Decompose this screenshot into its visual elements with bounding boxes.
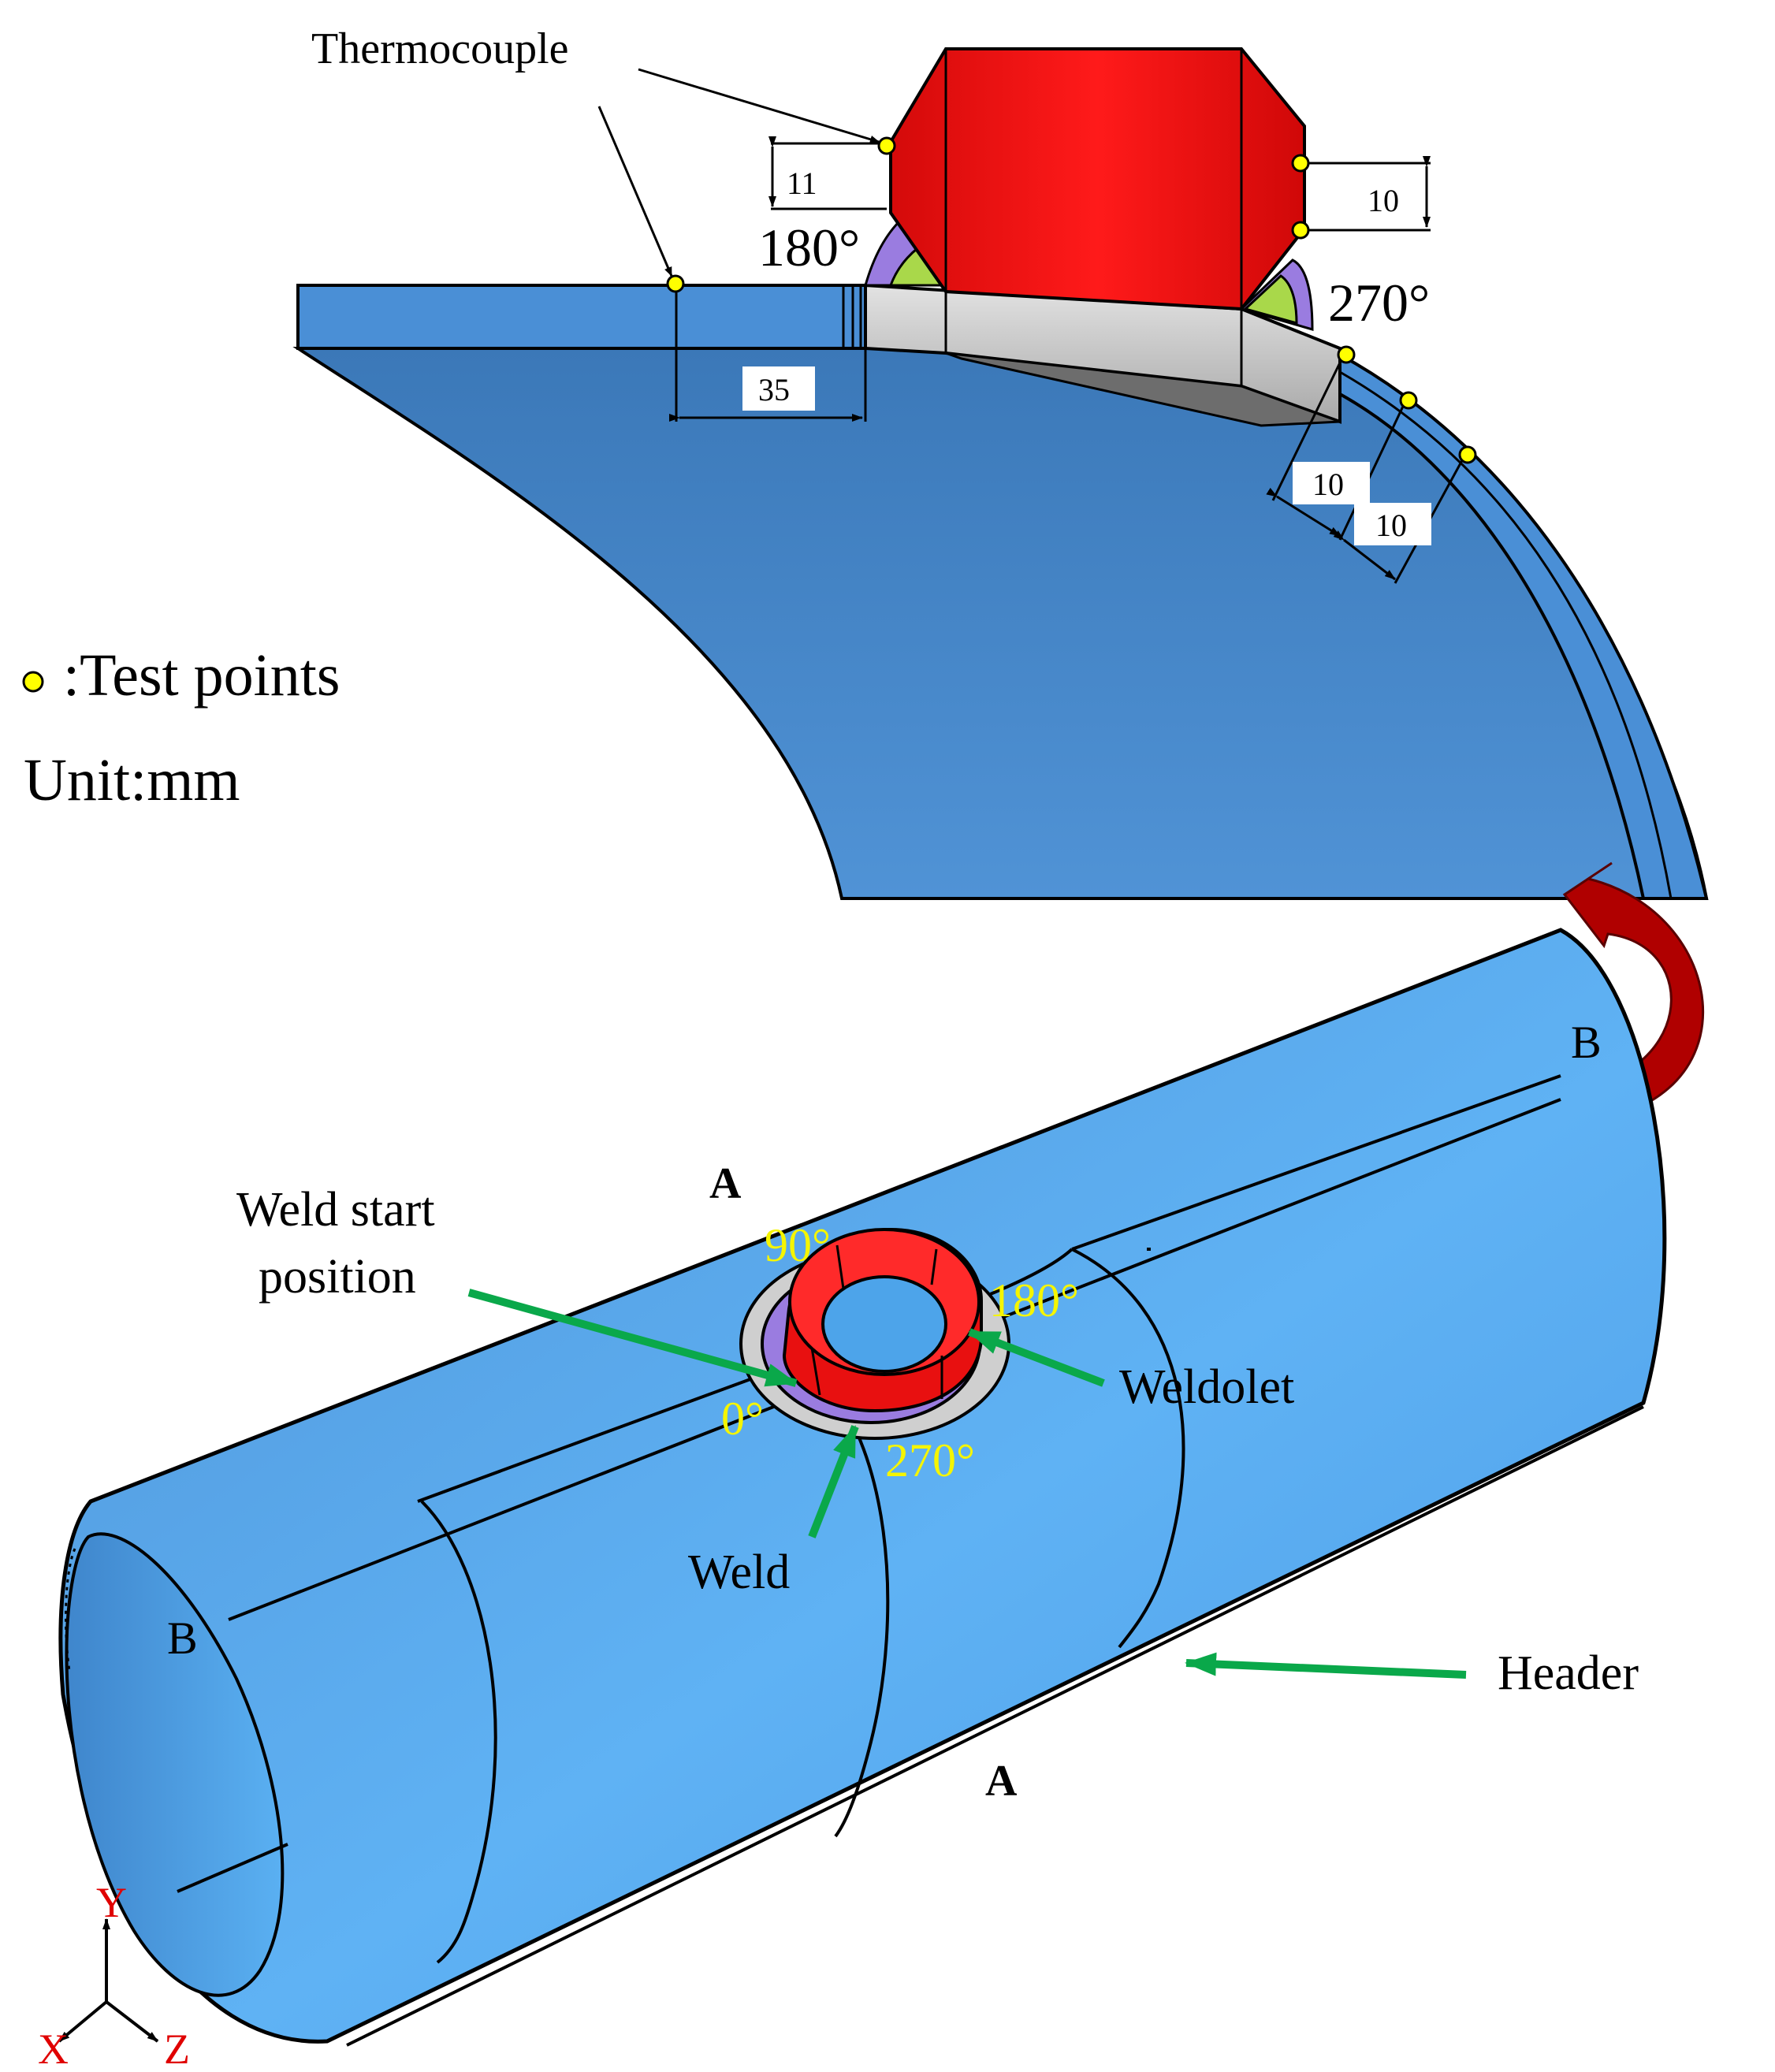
legend-test-points-label: :Test points xyxy=(63,642,340,709)
header-pipe xyxy=(58,928,1667,2047)
header-label: Header xyxy=(1498,1646,1639,1700)
section-b-left-label: B xyxy=(167,1613,198,1664)
section-b-top-label: B xyxy=(1571,1017,1602,1068)
test-point xyxy=(1399,391,1418,410)
angle-270-label: 270° xyxy=(885,1434,975,1486)
pipe-inner-bore xyxy=(65,1532,285,1997)
dim-10-b: 10 xyxy=(1333,452,1468,584)
section-a-top-label: A xyxy=(709,1159,742,1208)
test-point xyxy=(1291,154,1310,173)
test-point-legend-icon xyxy=(22,671,44,693)
test-point xyxy=(1291,221,1310,240)
dim-35: 35 xyxy=(669,284,867,422)
unit-label: Unit:mm xyxy=(24,747,240,813)
axis-x-label: X xyxy=(38,2026,69,2068)
pipe-top-plate xyxy=(296,284,867,350)
test-points xyxy=(666,136,1477,464)
weldolet-arrow xyxy=(968,1328,1105,1387)
dim-35-label: 35 xyxy=(758,372,790,407)
dim-10-a-label: 10 xyxy=(1312,467,1344,502)
axis-y-label: Y xyxy=(96,1879,127,1926)
weld-start-label-2: position xyxy=(259,1250,416,1304)
weld-arrow xyxy=(808,1425,859,1538)
thermocouple-label: Thermocouple xyxy=(311,24,569,73)
pipe-section-face xyxy=(292,344,1709,900)
dim-10-right-label: 10 xyxy=(1368,183,1399,218)
weld-label: Weld xyxy=(688,1546,790,1599)
test-point xyxy=(1458,445,1477,464)
thermocouple-leader-1 xyxy=(638,68,880,143)
header-arrow xyxy=(1185,1652,1467,1679)
pipe-section-rim xyxy=(1338,352,1709,900)
dim-10-right: 10 xyxy=(1304,156,1431,232)
weld-start-label: Weld start xyxy=(236,1183,435,1237)
angle-0-label: 0° xyxy=(721,1393,764,1445)
dim-11-label: 11 xyxy=(787,166,817,201)
dim-10-b-label: 10 xyxy=(1375,508,1407,543)
angle-90-label: 90° xyxy=(765,1219,831,1271)
dim-11: 11 xyxy=(768,136,887,210)
angle-270-top-label: 270° xyxy=(1328,273,1430,333)
axis-x-arrow xyxy=(58,2000,108,2043)
angle-180-label: 180° xyxy=(989,1274,1079,1326)
thermocouple-leader-2 xyxy=(597,106,673,277)
legend: :Test points Unit:mm xyxy=(22,642,340,813)
dim-10-a: 10 xyxy=(1266,354,1408,541)
axis-z-arrow xyxy=(105,2000,159,2043)
axis-z-label: Z xyxy=(164,2026,190,2068)
test-point xyxy=(666,274,685,293)
section-a-bottom-label: A xyxy=(985,1757,1018,1806)
test-point xyxy=(1337,345,1356,364)
angle-180-top-label: 180° xyxy=(758,218,860,277)
test-point xyxy=(877,136,896,155)
section-view: 11 10 35 10 xyxy=(292,24,1709,900)
weldolet-label: Weldolet xyxy=(1119,1360,1294,1414)
annotation-arrows xyxy=(467,1289,1467,1679)
axis-triad: Y X Z xyxy=(38,1879,190,2072)
weldolet-bore xyxy=(821,1275,947,1373)
weld-start-arrow xyxy=(467,1289,798,1387)
pipe-body xyxy=(58,928,1667,2044)
